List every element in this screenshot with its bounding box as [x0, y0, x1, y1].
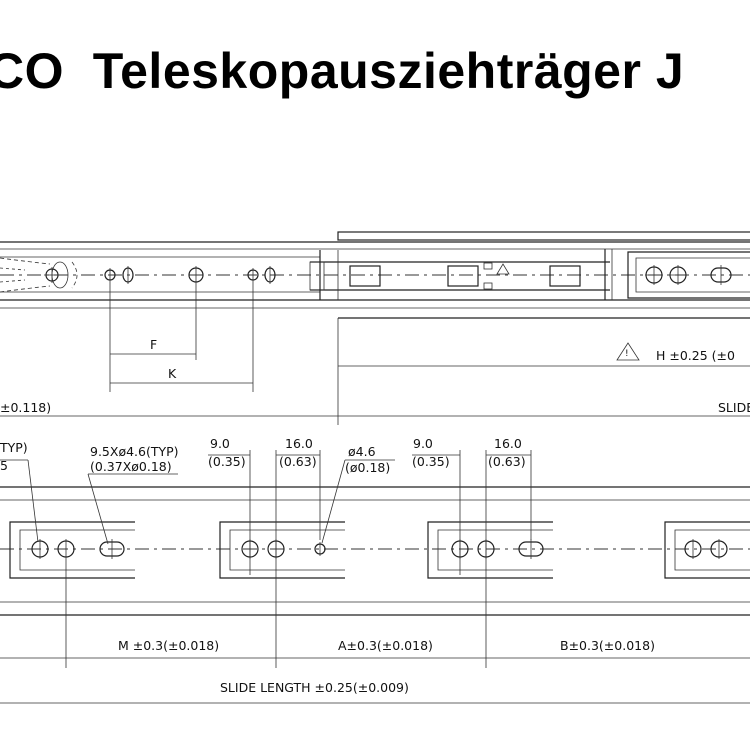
slot-dim-inch-label: (0.37Xø0.18) — [90, 459, 172, 474]
dim-a-label: A±0.3(±0.018) — [338, 638, 433, 653]
slide-length-label: SLIDE LENGTH ±0.25(±0.009) — [220, 680, 409, 695]
dim-9b-inch-label: (0.35) — [412, 454, 450, 469]
top-view-rail — [0, 231, 750, 319]
dim-f-label: F — [150, 337, 157, 352]
dim-9-label: 9.0 — [210, 436, 230, 451]
dim-9b-label: 9.0 — [413, 436, 433, 451]
dim-left-label: ±0.118) — [0, 400, 51, 415]
top-view-holes — [44, 265, 732, 285]
hole-dim-label: ø4.6 — [348, 444, 376, 459]
dim-k-label: K — [168, 366, 177, 381]
typ-partial-label-2: 5 — [0, 458, 8, 473]
hole-dim-inch-label: (ø0.18) — [345, 460, 390, 475]
dim-16-inch-label: (0.63) — [279, 454, 317, 469]
bottom-view-brackets — [9, 521, 750, 579]
dim-b-label: B±0.3(±0.018) — [560, 638, 655, 653]
warn-mark: ! — [625, 349, 629, 359]
bottom-dimensions — [0, 450, 750, 704]
dim-h-label: H ±0.25 (±0 — [656, 348, 735, 363]
bottom-view-rail — [0, 486, 750, 616]
typ-partial-label: TYP) — [0, 440, 28, 455]
warning-triangle-icon — [496, 263, 510, 275]
dim-16b-label: 16.0 — [494, 436, 522, 451]
dim-m-label: M ±0.3(±0.018) — [118, 638, 219, 653]
page-title: CO Teleskopausziehträger J — [0, 43, 685, 99]
slot-dim-label: 9.5Xø4.6(TYP) — [90, 444, 179, 459]
dim-16-label: 16.0 — [285, 436, 313, 451]
top-dimensions — [0, 282, 750, 425]
slide-partial-label: SLIDE — [718, 400, 750, 415]
dim-16b-inch-label: (0.63) — [488, 454, 526, 469]
dim-9-inch-label: (0.35) — [208, 454, 246, 469]
